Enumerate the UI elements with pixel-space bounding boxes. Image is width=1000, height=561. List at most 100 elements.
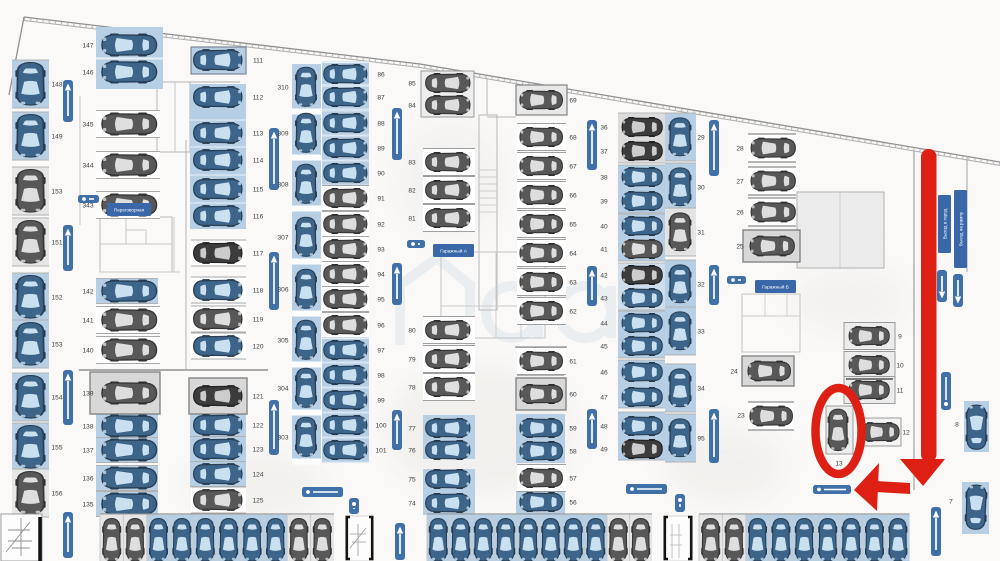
svg-text:125: 125 bbox=[252, 497, 263, 504]
svg-text:85: 85 bbox=[408, 80, 416, 87]
svg-text:44: 44 bbox=[600, 320, 608, 327]
svg-text:95: 95 bbox=[377, 296, 385, 303]
svg-text:305: 305 bbox=[277, 337, 288, 344]
svg-text:77: 77 bbox=[408, 425, 416, 432]
svg-text:120: 120 bbox=[252, 343, 263, 350]
svg-text:47: 47 bbox=[600, 394, 608, 401]
svg-text:137: 137 bbox=[82, 447, 93, 454]
svg-text:81: 81 bbox=[408, 215, 416, 222]
svg-text:74: 74 bbox=[408, 500, 416, 507]
svg-text:155: 155 bbox=[51, 444, 62, 451]
svg-text:153: 153 bbox=[51, 341, 62, 348]
svg-text:121: 121 bbox=[252, 393, 263, 400]
svg-text:309: 309 bbox=[277, 130, 288, 137]
svg-text:136: 136 bbox=[82, 475, 93, 482]
svg-text:156: 156 bbox=[51, 490, 62, 497]
svg-text:37: 37 bbox=[600, 148, 608, 155]
svg-text:11: 11 bbox=[897, 387, 904, 394]
svg-text:149: 149 bbox=[51, 133, 62, 140]
svg-text:98: 98 bbox=[377, 372, 385, 379]
svg-text:84: 84 bbox=[408, 102, 416, 109]
svg-text:115: 115 bbox=[253, 186, 264, 193]
svg-text:28: 28 bbox=[736, 145, 744, 152]
svg-text:86: 86 bbox=[377, 71, 385, 78]
svg-text:10: 10 bbox=[896, 362, 904, 369]
svg-text:345: 345 bbox=[82, 121, 93, 128]
svg-text:27: 27 bbox=[736, 178, 744, 185]
svg-text:78: 78 bbox=[408, 384, 416, 391]
svg-text:118: 118 bbox=[253, 287, 264, 294]
svg-text:42: 42 bbox=[600, 272, 608, 279]
svg-text:62: 62 bbox=[569, 308, 577, 315]
svg-text:95: 95 bbox=[697, 435, 705, 442]
svg-text:152: 152 bbox=[51, 294, 62, 301]
svg-text:60: 60 bbox=[569, 391, 577, 398]
svg-text:32: 32 bbox=[697, 281, 705, 288]
svg-text:119: 119 bbox=[253, 316, 264, 323]
svg-text:303: 303 bbox=[277, 434, 288, 441]
svg-text:75: 75 bbox=[408, 476, 416, 483]
svg-text:307: 307 bbox=[277, 234, 288, 241]
svg-text:76: 76 bbox=[408, 447, 416, 454]
svg-text:80: 80 bbox=[408, 327, 416, 334]
svg-text:56: 56 bbox=[569, 499, 577, 506]
svg-text:30: 30 bbox=[697, 184, 705, 191]
svg-text:138: 138 bbox=[82, 423, 93, 430]
svg-text:344: 344 bbox=[82, 162, 93, 169]
svg-text:45: 45 bbox=[600, 343, 608, 350]
svg-text:306: 306 bbox=[277, 286, 288, 293]
svg-text:135: 135 bbox=[82, 501, 93, 508]
svg-text:24: 24 bbox=[730, 368, 738, 375]
svg-text:92: 92 bbox=[377, 221, 385, 228]
svg-text:142: 142 bbox=[82, 288, 93, 295]
svg-text:308: 308 bbox=[277, 181, 288, 188]
svg-text:64: 64 bbox=[569, 250, 577, 257]
svg-text:58: 58 bbox=[569, 448, 577, 455]
svg-text:91: 91 bbox=[377, 195, 385, 202]
svg-text:146: 146 bbox=[82, 69, 93, 76]
svg-text:93: 93 bbox=[377, 246, 385, 253]
svg-text:310: 310 bbox=[277, 84, 288, 91]
svg-text:8: 8 bbox=[955, 421, 959, 428]
svg-text:49: 49 bbox=[600, 446, 608, 453]
svg-text:29: 29 bbox=[697, 134, 705, 141]
svg-text:7: 7 bbox=[949, 498, 953, 505]
svg-text:97: 97 bbox=[377, 347, 385, 354]
svg-text:33: 33 bbox=[697, 328, 705, 335]
svg-text:99: 99 bbox=[377, 397, 385, 404]
svg-text:9: 9 bbox=[898, 333, 902, 340]
svg-text:67: 67 bbox=[569, 163, 577, 170]
svg-text:89: 89 bbox=[377, 145, 385, 152]
svg-text:96: 96 bbox=[377, 322, 385, 329]
svg-text:Выезд на рампу: Выезд на рампу bbox=[959, 211, 964, 246]
svg-text:94: 94 bbox=[377, 271, 385, 278]
svg-text:34: 34 bbox=[697, 385, 705, 392]
svg-text:38: 38 bbox=[600, 174, 608, 181]
svg-text:26: 26 bbox=[736, 209, 744, 216]
svg-text:87: 87 bbox=[377, 94, 385, 101]
svg-text:43: 43 bbox=[600, 295, 608, 302]
svg-text:48: 48 bbox=[600, 423, 608, 430]
svg-text:Переговорная: Переговорная bbox=[114, 207, 145, 212]
svg-text:23: 23 bbox=[737, 412, 745, 419]
svg-text:101: 101 bbox=[375, 447, 386, 454]
svg-text:31: 31 bbox=[697, 229, 705, 236]
svg-text:148: 148 bbox=[51, 81, 62, 88]
svg-text:123: 123 bbox=[252, 446, 263, 453]
svg-text:69: 69 bbox=[569, 97, 577, 104]
svg-text:100: 100 bbox=[375, 422, 386, 429]
svg-text:61: 61 bbox=[569, 358, 577, 365]
svg-text:124: 124 bbox=[252, 471, 263, 478]
svg-text:36: 36 bbox=[600, 124, 608, 131]
svg-text:59: 59 bbox=[569, 425, 577, 432]
svg-text:343: 343 bbox=[82, 202, 93, 209]
svg-text:304: 304 bbox=[277, 385, 288, 392]
svg-text:Гаражный А: Гаражный А bbox=[440, 247, 468, 254]
svg-text:66: 66 bbox=[569, 192, 577, 199]
svg-text:151: 151 bbox=[51, 239, 62, 246]
svg-text:90: 90 bbox=[377, 170, 385, 177]
svg-text:83: 83 bbox=[408, 159, 416, 166]
svg-text:141: 141 bbox=[82, 317, 93, 324]
svg-text:140: 140 bbox=[82, 347, 93, 354]
svg-text:Гаражный Б: Гаражный Б bbox=[762, 283, 789, 290]
